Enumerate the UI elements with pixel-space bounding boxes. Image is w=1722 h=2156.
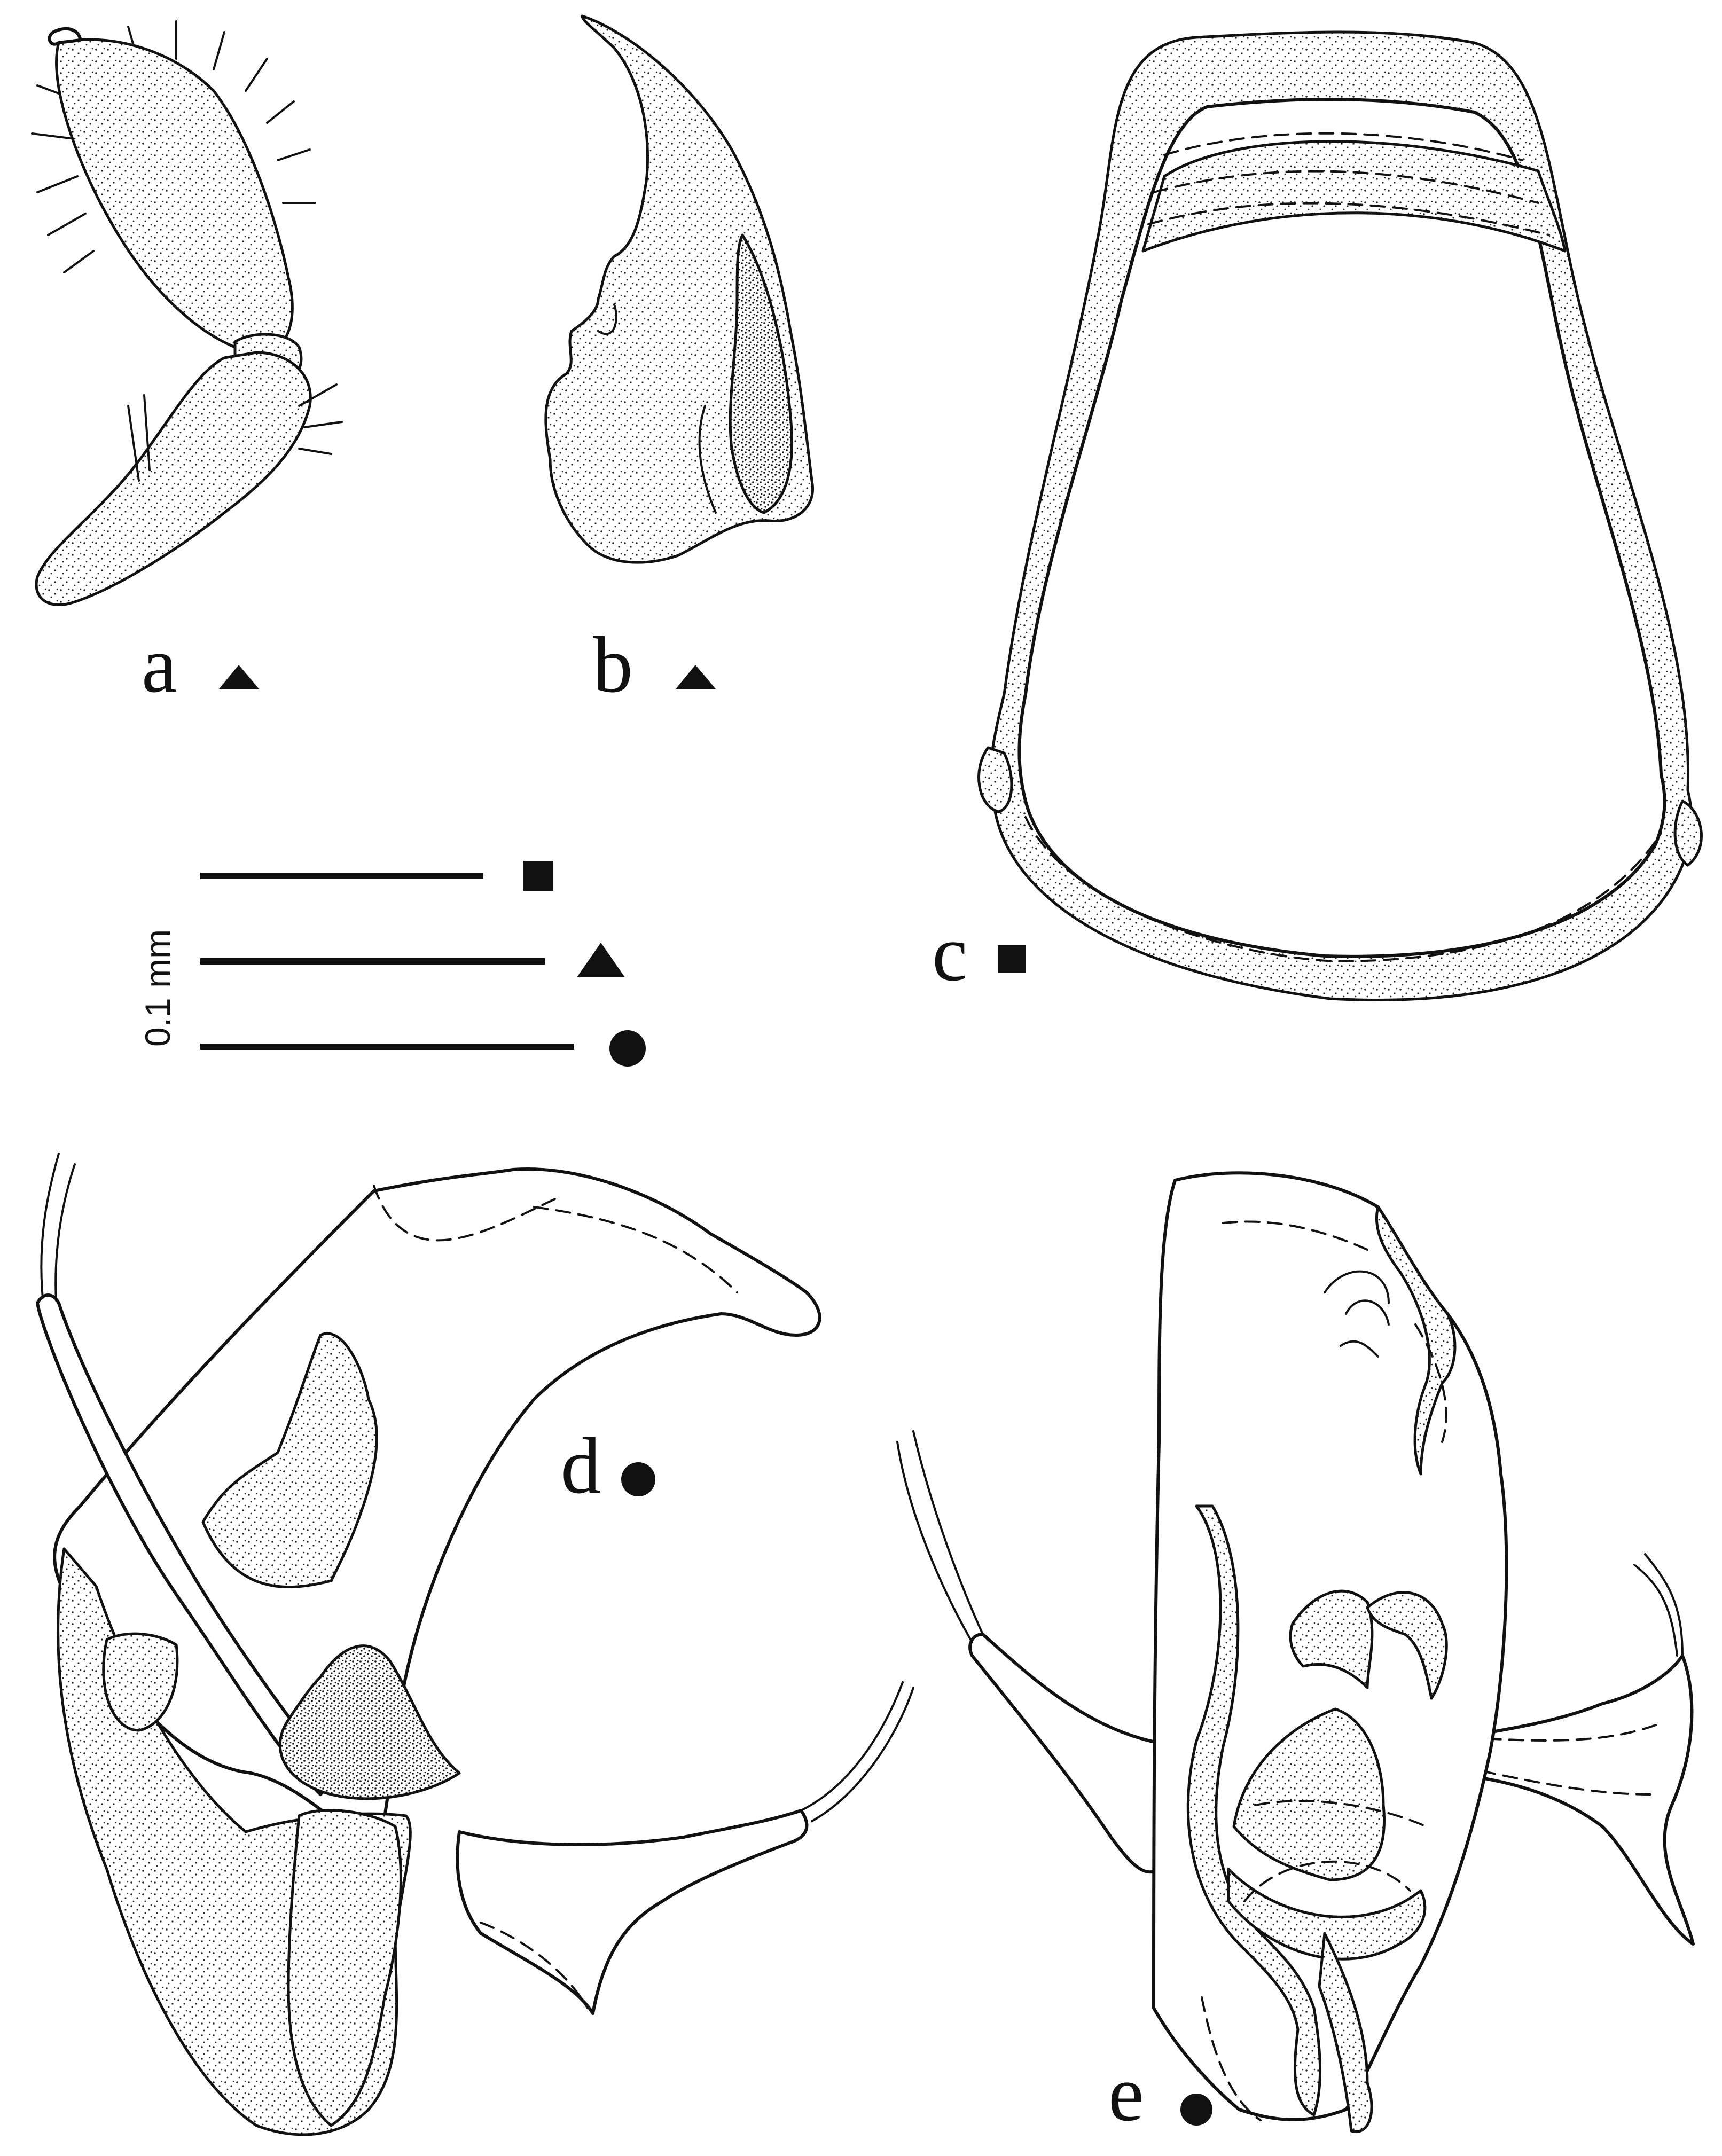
square-marker-scale (523, 861, 553, 891)
scale-unit-label: 0.1 mm (138, 929, 177, 1047)
circle-marker-scale (609, 1030, 646, 1067)
triangle-marker-b (676, 665, 716, 689)
label-e: e (1108, 2049, 1144, 2138)
label-a: a (142, 621, 177, 709)
circle-marker-d (621, 1462, 655, 1496)
scale-bars: 0.1 mm (138, 861, 646, 1067)
label-b: b (593, 621, 633, 709)
label-d: d (561, 1422, 601, 1510)
panel-b-caption: b (593, 621, 716, 709)
panel-c-drawing (977, 30, 1703, 1001)
square-marker-c (998, 945, 1026, 973)
panel-e-drawing (896, 1171, 1695, 2133)
triangle-marker-a (219, 665, 259, 689)
panel-d-drawing (36, 1153, 914, 2136)
label-c: c (932, 909, 968, 998)
panel-a-drawing (31, 20, 343, 607)
panel-c-caption: c (932, 909, 1026, 998)
panel-d-caption: d (561, 1422, 655, 1510)
panel-a-caption: a (142, 621, 259, 709)
circle-marker-e (1180, 2094, 1212, 2126)
panel-e-caption: e (1108, 2049, 1212, 2138)
panel-b-drawing (544, 14, 814, 564)
triangle-marker-scale (577, 943, 625, 977)
